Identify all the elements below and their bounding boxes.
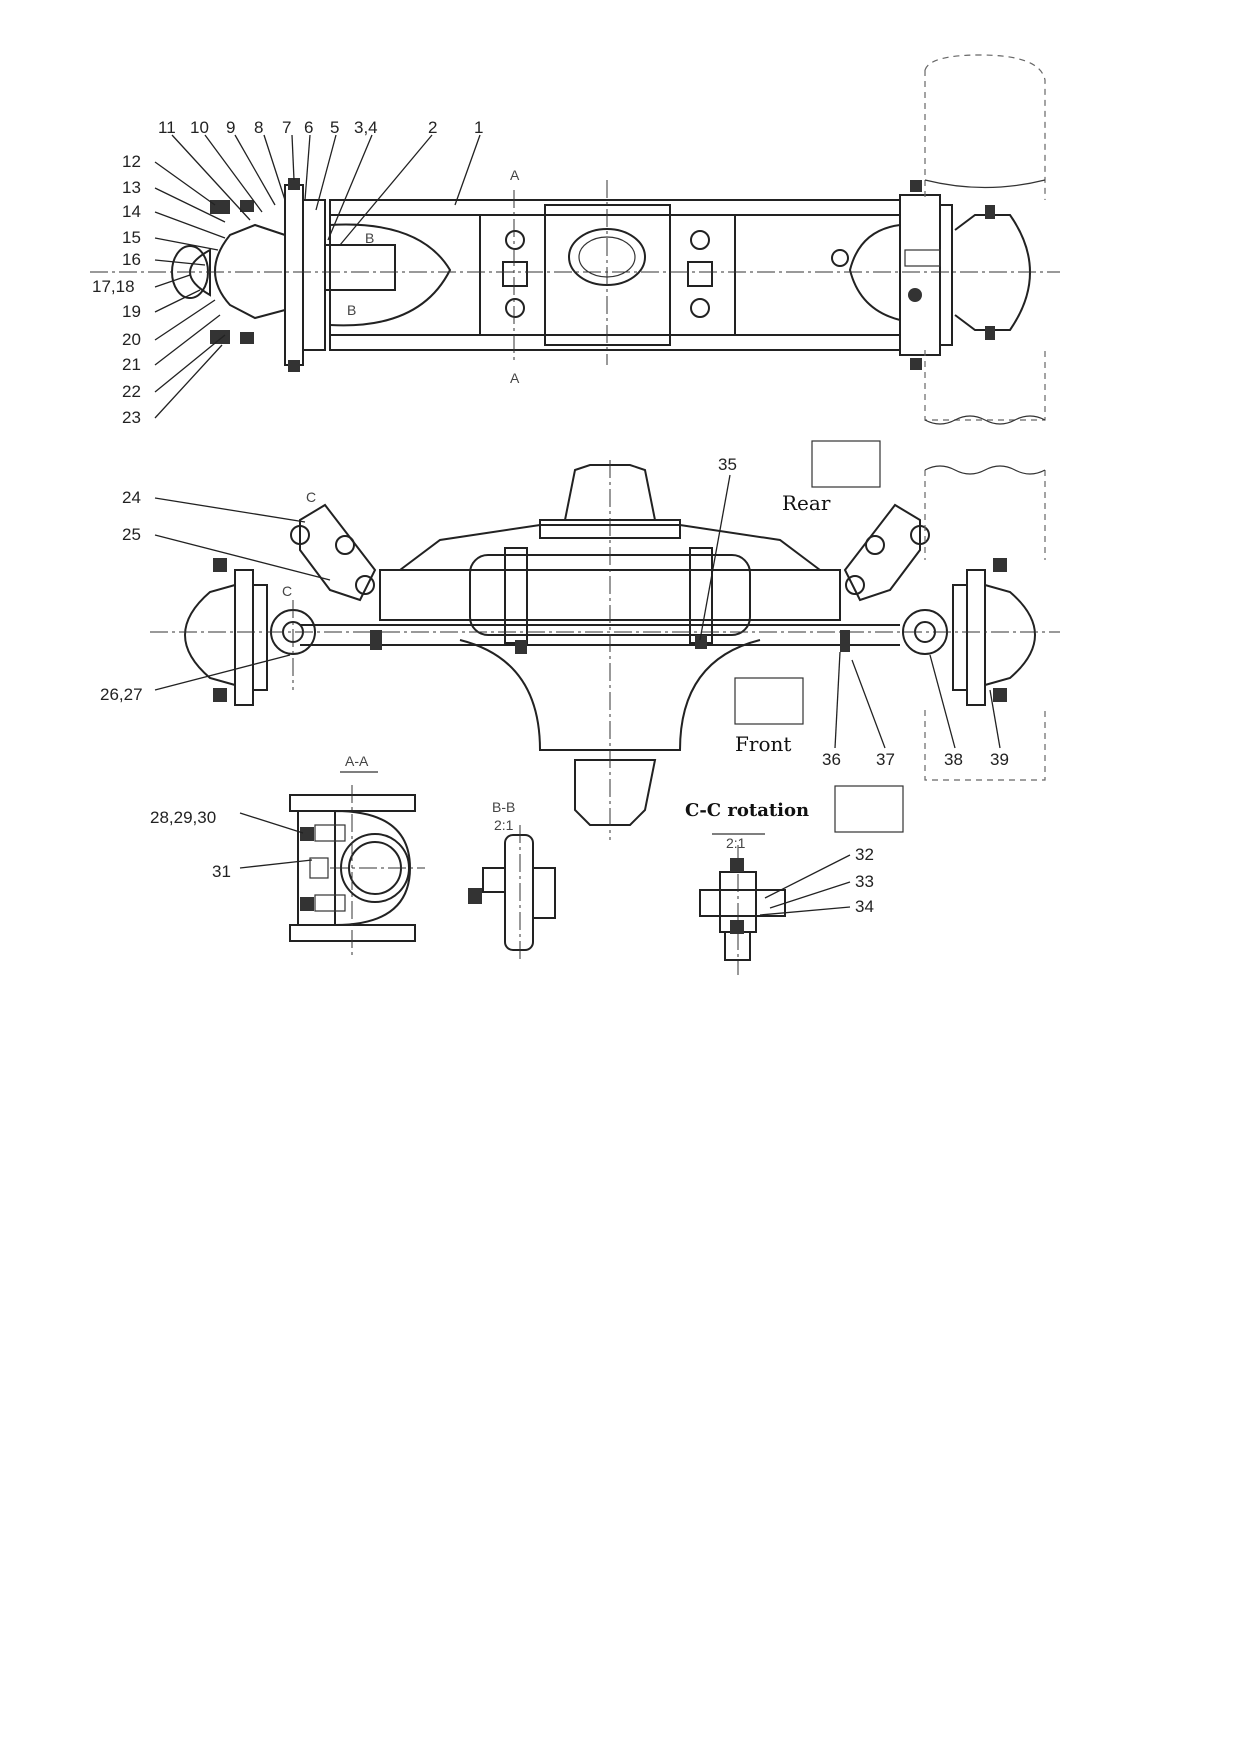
callout-5: 5 xyxy=(330,118,339,137)
front-blank-box xyxy=(734,677,804,725)
section-mark-a-top: A xyxy=(510,167,520,183)
callout-19: 19 xyxy=(122,302,141,321)
rear-label: Rear xyxy=(782,491,831,515)
section-mark-b-top: B xyxy=(365,230,374,246)
callout-33: 33 xyxy=(855,872,874,891)
callout-17-18: 17,18 xyxy=(92,277,135,296)
callout-20: 20 xyxy=(122,330,141,349)
section-mark-c-top: C xyxy=(306,489,316,505)
callout-12: 12 xyxy=(122,152,141,171)
section-markers: A A B B C C A-A B-B 2:1 2:1 xyxy=(282,167,765,851)
callout-9: 9 xyxy=(226,118,235,137)
annotations: Rear Front C-C rotation xyxy=(685,440,904,833)
section-title-a-a: A-A xyxy=(345,753,369,769)
callout-labels: 1 2 3,4 5 6 7 8 9 10 11 12 13 14 15 16 1… xyxy=(92,118,1009,916)
callout-14: 14 xyxy=(122,202,141,221)
cc-rotation-blank-box xyxy=(834,785,904,833)
callout-28-29-30: 28,29,30 xyxy=(150,808,216,827)
callout-35: 35 xyxy=(718,455,737,474)
callout-31: 31 xyxy=(212,862,231,881)
callout-34: 34 xyxy=(855,897,874,916)
callout-24: 24 xyxy=(122,488,141,507)
callout-1: 1 xyxy=(474,118,483,137)
callout-2: 2 xyxy=(428,118,437,137)
section-mark-a-bottom: A xyxy=(510,370,520,386)
callout-8: 8 xyxy=(254,118,263,137)
callout-32: 32 xyxy=(855,845,874,864)
section-a-a xyxy=(289,785,425,955)
callout-38: 38 xyxy=(944,750,963,769)
leader-lines xyxy=(154,134,1001,916)
cc-rotation-label: C-C rotation xyxy=(685,800,809,821)
rear-blank-box xyxy=(811,440,881,488)
section-scale-b-b: 2:1 xyxy=(494,817,514,833)
top-view xyxy=(90,54,1060,425)
callout-36: 36 xyxy=(822,750,841,769)
callout-23: 23 xyxy=(122,408,141,427)
callout-13: 13 xyxy=(122,178,141,197)
callout-25: 25 xyxy=(122,525,141,544)
callout-16: 16 xyxy=(122,250,141,269)
front-label: Front xyxy=(735,732,791,756)
callout-11: 11 xyxy=(158,118,176,137)
section-title-b-b: B-B xyxy=(492,799,515,815)
section-scale-c-c: 2:1 xyxy=(726,835,746,851)
front-view xyxy=(150,460,1060,840)
callout-39: 39 xyxy=(990,750,1009,769)
section-mark-b-bottom: B xyxy=(347,302,356,318)
section-b-b xyxy=(468,825,556,960)
callout-26-27: 26,27 xyxy=(100,685,143,704)
callout-37: 37 xyxy=(876,750,895,769)
callout-7: 7 xyxy=(282,118,291,137)
callout-22: 22 xyxy=(122,382,141,401)
section-mark-c-bottom: C xyxy=(282,583,292,599)
callout-3-4: 3,4 xyxy=(354,118,378,137)
callout-15: 15 xyxy=(122,228,141,247)
section-c-c xyxy=(699,845,786,975)
callout-6: 6 xyxy=(304,118,313,137)
callout-21: 21 xyxy=(122,355,141,374)
callout-10: 10 xyxy=(190,118,209,137)
